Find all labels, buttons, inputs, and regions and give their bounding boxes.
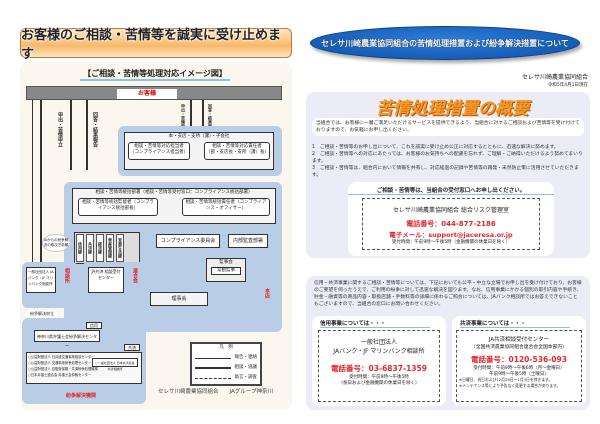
kyosai-phone[interactable]: 電話番号：0120-536-093 [471,355,567,364]
hq-group-label: 相談・苦情等統括部署（相談・苦情等受付窓口：コンプライアンス統括部署） [95,190,253,195]
contact-card: ご相談・苦情等は、当組合の受付窓口へお申し出ください。 セレサ川崎農業協同組合 … [348,182,554,256]
dispute-request-label: 紛争解決申立 [26,310,58,318]
legend-item: 報告・連絡 [234,355,258,360]
left-banner-title: お客様のご相談・苦情等を誠実に受け止めます [20,28,292,62]
flow-label: 回答・結果報告 [208,104,213,132]
bank-org1: 一般社団法人 [360,339,397,346]
kyosai-org-box: ○一般社団法人 日本共済協会 共済相談所 [92,358,138,371]
branch-chief-box: 相談・苦情等対応責任者（部・支店長・支所（課）長） [204,142,270,160]
bank-phone[interactable]: 電話番号：03-6837-1359 [331,364,427,373]
standing-auditor-box: 常勤監事 [211,267,241,275]
kyosai-org2: （全国共済農業協同組合連合会全国本部内） [471,345,567,350]
dispute-panel: 信用・共済事業に関するご相談・苦情等については、下記においても公平・中立な立場で… [306,276,590,410]
dispute-org: ○公益財団法人 交通事故紛争処理センター [28,361,92,365]
kyosai-tag: 共済 [124,344,140,351]
principle-item: 2 ご相談・苦情等への対応にあたっては、お客様のお気持ちへの配慮を忘れず、ご理解… [312,152,583,164]
bar-center-box: 神奈川県弁護士会紛争解決センター [34,330,100,348]
kyosai-note: ※日曜日、祝日および12月29日～1月3日を除きます。 [459,377,553,382]
customer-bar: お客様 [26,86,282,100]
division-box: 経済課 [96,234,104,262]
date-text: 令和5年4月1日現在 [547,83,588,88]
org-name: セレサ川崎農業協同組合 [521,74,588,81]
bank-card: 信用事業については・・・ 一般社団法人 JAバンク・JF マリンバンク相談所 電… [312,316,446,406]
kyosai-box: JA共済相談受付センター （全国共済農業協同組合連合会全国本部内） 電話番号：0… [456,330,582,402]
kyosai-card: 共済事業については・・・ JA共済相談受付センター （全国共済農業協同組合連合会… [452,316,586,406]
diagram-panel: 【ご相談・苦情等処理対応イメージ図】 お客様 申出・苦情申立 回答・結果報告 申… [20,62,292,410]
dispute-label: 紛争解決機関 [65,393,96,399]
hq-side-label: 本店 [264,288,270,298]
bank-heading: 信用事業については・・・ [320,319,430,328]
shinyo-tag: 信用 [86,322,102,329]
overview-panel: 苦情処理措置の概要 当組合では、お客様に一層ご満足いただけるサービスを提供できる… [306,92,590,258]
legend-item: 相談・協議 [234,365,258,370]
flow-label: 申出・苦情申立 [57,112,63,147]
flow-label: 申出・苦情申立 [181,104,186,132]
flow-line [190,100,192,132]
kyosai-org1: JA共済相談受付センター [488,337,550,343]
contact-hours: 受付時間：午前9時～午後5時（金融機関の休業日を除く） [391,240,511,245]
flow-line [40,100,42,300]
internal-audit-box: 内部監査部署 [228,234,268,248]
flow-line [86,100,88,170]
hq-officer-box: 相談・苦情等統括責任者（コンプライアンス・オフィサー） [182,198,270,216]
contact-phone[interactable]: 電話番号：044-877-2186 [406,220,496,228]
auditors-box: 監事会 常勤監事 [206,258,246,282]
dispute-org: ○公益財団法人 日弁連交通事故相談センター [28,355,95,359]
left-page: お客様のご相談・苦情等を誠実に受け止めます 【ご相談・苦情等処理対応イメージ図】… [8,18,300,414]
bank-box: 一般社団法人 JAバンク・JF マリンバンク相談所 電話番号：03-6837-1… [318,330,440,402]
bank-side-label: 相談所 [64,268,70,283]
flow-line [202,100,204,132]
dispute-list-box: ○公益財団法人 日弁連交通事故相談センター ○公益財団法人 交通事故紛争処理セン… [26,352,142,384]
kyosai-note: ※メンテナンス等により予告なく変更する場合があります。 [459,383,561,388]
ja-referral-note: JAからの紛争解決の取次ぎ依頼 [42,234,70,252]
overview-title: 苦情処理措置の概要 [376,99,529,119]
contact-email[interactable]: 電子メール：support@jaceresa.or.jp [389,231,513,239]
branch-staff-box: 相談・苦情等対応担当者（コンプライアンス担当者） [128,142,190,160]
compliance-committee-box: コンプライアンス委員会 [156,234,220,248]
kyosai-hours: 午前9時～午後5時（土曜日） [489,372,549,377]
division-box: 営農生活課 [116,234,124,262]
kyosai-side-label: 連合会 [132,268,138,283]
customer-label: お客様 [117,89,177,99]
legend-item: 助言・調査 [234,375,258,380]
division-box: 信用課 [76,234,84,262]
contact-org: セレサ川崎農業協同組合 総合リスク管理室 [393,207,509,214]
overview-intro: 当組合では、お客様に一層ご満足いただけるサービスを提供できるよう、当組合に対する… [312,118,584,136]
board-box: 理事会 [150,292,208,306]
legend-box: 凡 例 報告・連絡 相談・協議 助言・調査 [190,342,262,386]
diagram-subtitle: 【ご相談・苦情等処理対応イメージ図】 [80,68,230,81]
flow-line [70,100,72,170]
kyosai-hours: 受付時間：午前9時～午後6時（月～金曜日） [473,366,565,371]
contact-box: セレサ川崎農業協同組合 総合リスク管理室 電話番号：044-877-2186 電… [362,198,540,250]
divisions-group: 信用課 共済課 経済課 資産管理課 営農生活課 [74,232,140,264]
left-footer: セレサ川崎農業協同組合 JAグループ神奈川 [158,389,273,395]
flow-line [32,100,33,300]
bank-note: （祝日および金融機関の休業日を除く） [338,381,420,386]
right-banner-title: セレサ川崎農業協同組合の苦情処理措置および紛争解決措置について [310,26,580,60]
principle-item: 1 ご相談・苦情等のお申し出について、これを誠実に受け止め公正に対応するとともに… [312,145,559,150]
flow-label: 回答・結果報告 [92,112,98,147]
hq-manager-box: 相談・苦情等統括監督者（コンプライアンス統括部長） [78,198,158,216]
bank-center-box: 一般社団法人 JAバンク・JF マリンバンク相談所 [26,267,56,293]
dispute-text: 信用・共済事業に関するご相談・苦情等については、下記においても公平・中立な立場で… [314,281,582,307]
kyosai-heading: 共済事業については・・・ [460,319,570,328]
bank-hours: 受付時間：午前9時～午後5時 [349,375,409,380]
auditors-label: 監事会 [219,260,233,265]
kyosai-center-box: JA共済 相談受付センター [88,267,124,293]
contact-heading: ご相談・苦情等は、当組合の受付窓口へお申し出ください。 [348,186,554,195]
legend-title: 凡 例 [219,345,233,350]
right-page: セレサ川崎農業協同組合の苦情処理措置および紛争解決措置について セレサ川崎農業協… [304,18,594,414]
principles-list: 1 ご相談・苦情等のお申し出について、これを誠実に受け止め公正に対応するとともに… [312,144,584,179]
division-box: 資産管理課 [106,234,114,262]
bank-org2: JAバンク・JF マリンバンク相談所 [333,348,425,355]
division-box: 共済課 [86,234,94,262]
principle-item: 3 ご相談・苦情等は、組合内において情報を共有し、対応経過の記録や苦情等の再発・… [312,166,579,178]
branch-group-label: 本・支店・支所（課）・子会社 [168,134,230,139]
dispute-org: ○公益財団法人 自賠責保険・共済紛争処理機構 [28,367,98,371]
dispute-org: ○日本弁護士連合会 弁護士会仲裁センター [28,373,92,377]
